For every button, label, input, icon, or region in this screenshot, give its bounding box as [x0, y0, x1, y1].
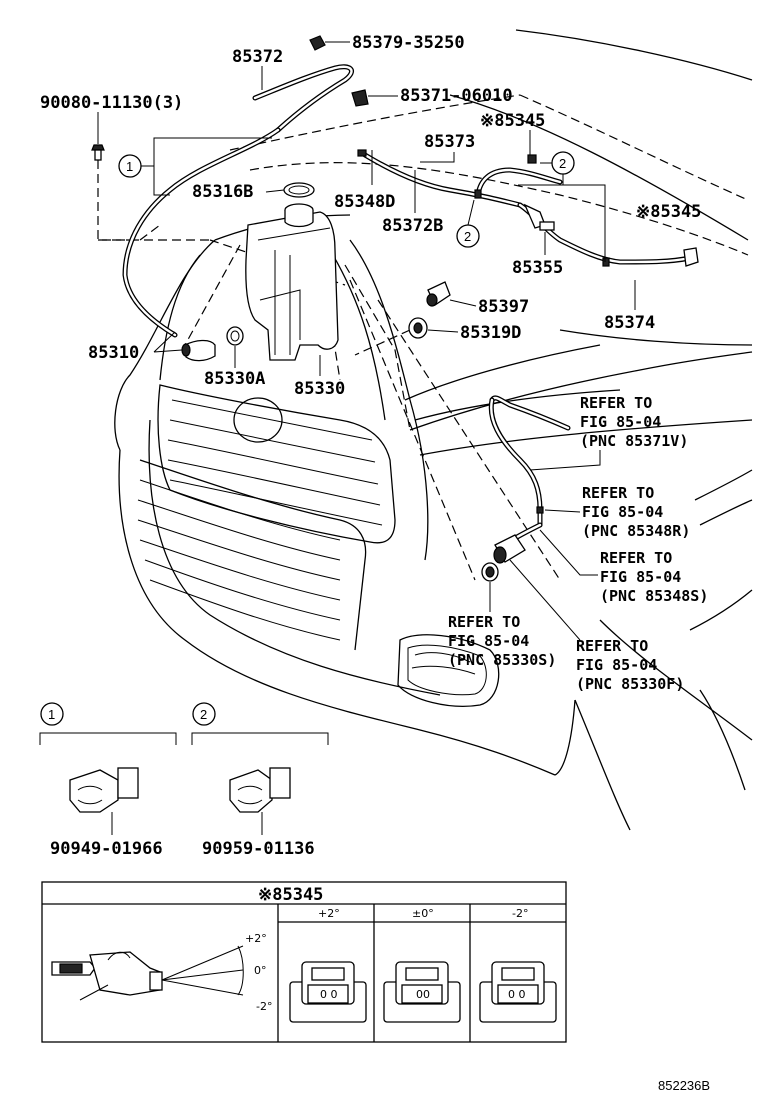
svg-text:REFER TO: REFER TO	[576, 637, 648, 655]
angle-plus: +2°	[245, 932, 267, 945]
small-parts	[91, 35, 699, 582]
angle-zero: 0°	[254, 964, 267, 977]
callout-markers: 1 2 2	[118, 137, 606, 262]
clip-1-callout: 1	[48, 707, 55, 722]
label-85355: 85355	[512, 258, 563, 278]
nozzle-tip-plus: 0 0	[289, 961, 367, 1023]
svg-text:FIG 85-04: FIG 85-04	[582, 503, 663, 521]
clip-2-callout: 2	[200, 707, 207, 722]
label-85372: 85372	[232, 47, 283, 67]
callout-2-mid: 2	[464, 229, 471, 244]
nozzle-side-view: +2° 0° -2°	[51, 932, 272, 1013]
nozzle-aim-table: ※85345 +2° ±0° -2° +2° 0° -2° 0 0	[41, 881, 567, 1043]
label-85345-right: ※85345	[636, 202, 701, 222]
ref-85330s: REFER TO FIG 85-04 (PNC 85330S)	[448, 582, 556, 669]
label-85316b: 85316B	[192, 182, 253, 202]
part-labels: 85372 85379-35250 90080-11130(3) 85371-0…	[40, 33, 701, 399]
clip-detail-1: 1 90949-01966	[39, 702, 177, 859]
nozzle-tip-zero: 00	[383, 961, 461, 1023]
svg-text:0 0: 0 0	[320, 988, 338, 1001]
label-90080-11130: 90080-11130(3)	[40, 93, 183, 113]
svg-text:REFER TO: REFER TO	[600, 549, 672, 567]
svg-text:FIG 85-04: FIG 85-04	[580, 413, 661, 431]
table-title: ※85345	[258, 885, 323, 905]
label-85371-06010: 85371-06010	[400, 86, 513, 106]
vehicle-body-outline	[114, 29, 753, 831]
nozzle-tip-minus: 0 0	[479, 961, 557, 1023]
figure-id: 852236B	[658, 1078, 710, 1093]
label-85345-top: ※85345	[480, 111, 545, 131]
svg-text:(PNC 85330F): (PNC 85330F)	[576, 675, 684, 693]
svg-text:(PNC 85348S): (PNC 85348S)	[600, 587, 708, 605]
label-85348d: 85348D	[334, 192, 395, 212]
svg-text:(PNC 85348R): (PNC 85348R)	[582, 522, 690, 540]
label-85319d: 85319D	[460, 323, 521, 343]
clip-detail-2: 2 90959-01136	[191, 702, 329, 859]
label-85310: 85310	[88, 343, 139, 363]
label-85379-35250: 85379-35250	[352, 33, 465, 53]
reference-notes: REFER TO FIG 85-04 (PNC 85371V) REFER TO…	[448, 394, 708, 693]
clip-1-part-number: 90949-01966	[50, 839, 163, 859]
svg-text:FIG 85-04: FIG 85-04	[600, 568, 681, 586]
col-header-minus: -2°	[512, 907, 528, 920]
svg-text:(PNC 85371V): (PNC 85371V)	[580, 432, 688, 450]
callout-1-main: 1	[126, 159, 133, 174]
ref-85348r: REFER TO FIG 85-04 (PNC 85348R)	[544, 484, 690, 540]
callout-2-top: 2	[559, 156, 566, 171]
col-header-plus: +2°	[318, 907, 340, 920]
svg-text:(PNC 85330S): (PNC 85330S)	[448, 651, 556, 669]
svg-text:0 0: 0 0	[508, 988, 526, 1001]
svg-text:REFER TO: REFER TO	[580, 394, 652, 412]
ref-85348s: REFER TO FIG 85-04 (PNC 85348S)	[539, 529, 708, 605]
label-85374: 85374	[604, 313, 655, 333]
washer-reservoir	[245, 182, 339, 361]
ref-85371v: REFER TO FIG 85-04 (PNC 85371V)	[529, 394, 688, 471]
label-85397: 85397	[478, 297, 529, 317]
svg-text:FIG 85-04: FIG 85-04	[576, 656, 657, 674]
clip-2-part-number: 90959-01136	[202, 839, 315, 859]
svg-text:FIG 85-04: FIG 85-04	[448, 632, 529, 650]
label-85372b: 85372B	[382, 216, 443, 236]
angle-minus: -2°	[256, 1000, 272, 1013]
label-85330a: 85330A	[204, 369, 265, 389]
svg-text:REFER TO: REFER TO	[582, 484, 654, 502]
svg-text:REFER TO: REFER TO	[448, 613, 520, 631]
svg-text:00: 00	[416, 988, 430, 1001]
col-header-zero: ±0°	[412, 907, 434, 920]
ref-85330f: REFER TO FIG 85-04 (PNC 85330F)	[509, 559, 684, 693]
label-85373: 85373	[424, 132, 475, 152]
label-85330: 85330	[294, 379, 345, 399]
